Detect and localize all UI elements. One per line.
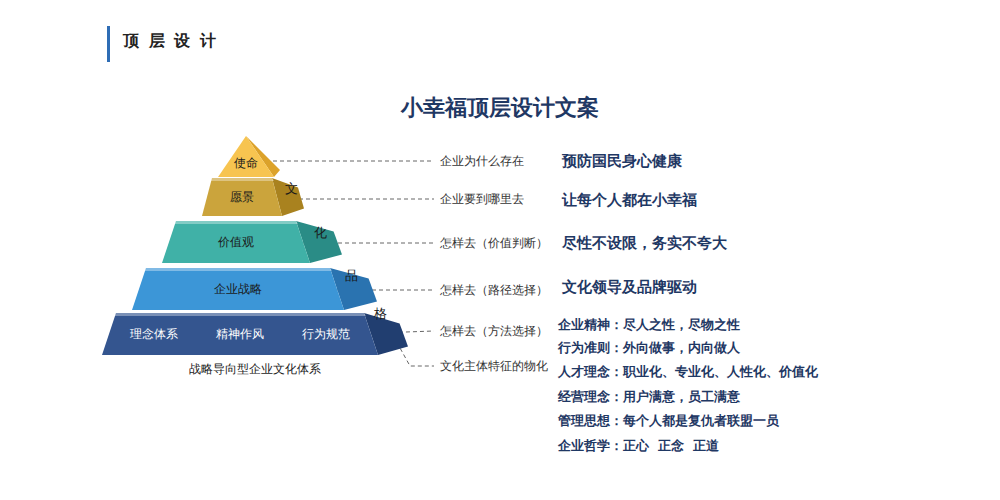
- answer-text: 预防国民身心健康: [562, 152, 682, 170]
- header-bar: [107, 26, 110, 62]
- question-label: 企业要到哪里去: [440, 192, 524, 206]
- question-label: 怎样去（路径选择）: [440, 283, 548, 297]
- page-header: 顶 层 设 计: [123, 31, 218, 50]
- layer-edge: [114, 313, 366, 316]
- layer-edge: [174, 221, 298, 224]
- principle-line: 经营理念：用户满意，员工满意: [558, 389, 740, 405]
- side-character: 化: [314, 225, 327, 241]
- principle-line: 企业哲学：正心 正念 正道: [558, 438, 719, 454]
- layer-text: 企业战略: [214, 281, 262, 298]
- answer-text: 让每个人都在小幸福: [562, 191, 697, 209]
- pyramid-layer: 使命: [218, 135, 280, 177]
- answer-text: 尽性不设限，务实不夸大: [562, 234, 727, 252]
- diagram-caption: 战略导向型企业文化体系: [189, 362, 321, 376]
- question-label: 怎样去（方法选择）: [440, 324, 548, 338]
- principle-line: 管理思想：每个人都是复仇者联盟一员: [558, 413, 779, 429]
- layer-text: 愿景: [230, 189, 254, 206]
- layer-text: 价值观: [218, 234, 254, 251]
- layer-text: 精神作风: [216, 326, 264, 343]
- layer-front: [132, 268, 344, 310]
- question-label: 怎样去（价值判断）: [440, 236, 548, 250]
- principle-line: 人才理念：职业化、专业化、人性化、价值化: [558, 364, 818, 380]
- pyramid-layer: 企业战略: [132, 268, 377, 310]
- layer-text: 行为规范: [302, 326, 350, 343]
- layer-front: [102, 313, 378, 355]
- layer-text: 理念体系: [130, 326, 178, 343]
- question-label: 企业为什么存在: [440, 154, 524, 168]
- question-label: 文化主体特征的物化: [440, 359, 548, 373]
- layer-front: [202, 178, 282, 216]
- leader-line: [266, 161, 434, 162]
- pyramid-layer: 理念体系 精神作风 行为规范: [102, 313, 408, 355]
- layer-front: [162, 221, 310, 263]
- layer-front: [218, 136, 274, 177]
- layer-edge: [210, 178, 274, 181]
- side-character: 文: [285, 181, 298, 197]
- diagram-title: 小幸福顶层设计文案: [0, 93, 1000, 123]
- principle-line: 企业精神：尽人之性，尽物之性: [558, 317, 740, 333]
- side-character: 格: [374, 306, 387, 322]
- answer-text: 文化领导及品牌驱动: [562, 278, 697, 296]
- principle-line: 行为准则：外向做事，内向做人: [558, 340, 740, 356]
- layer-edge: [144, 268, 332, 271]
- side-character: 品: [345, 268, 358, 284]
- layer-text: 使命: [234, 155, 258, 172]
